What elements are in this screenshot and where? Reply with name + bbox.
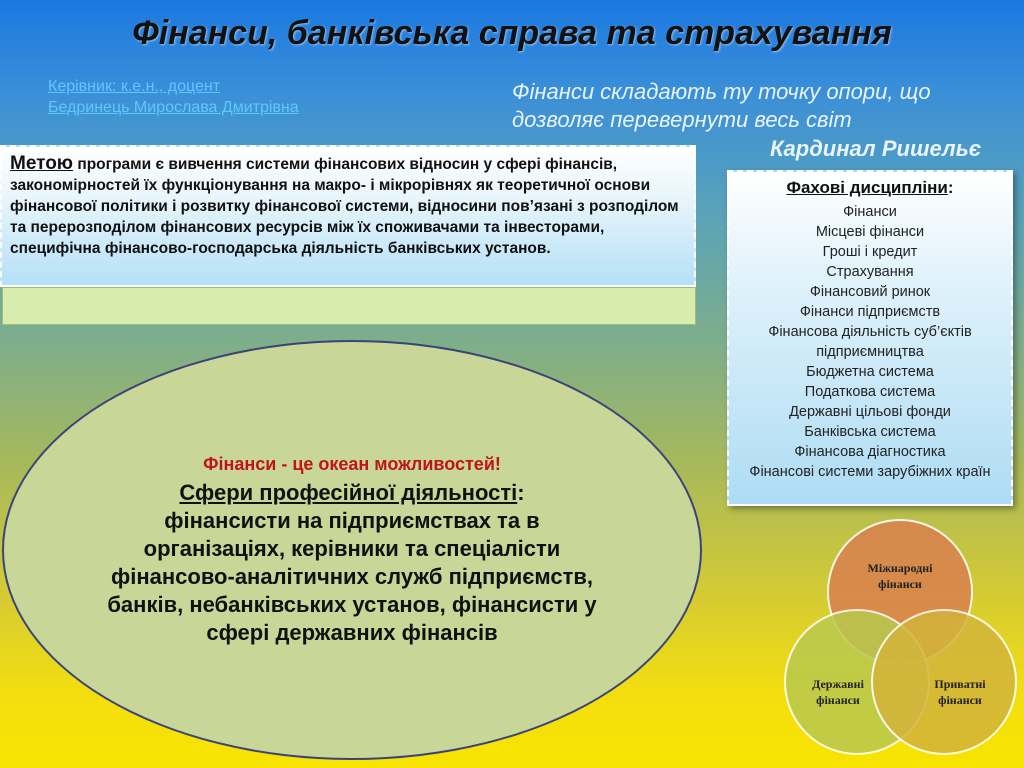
career-heading-colon: : (517, 479, 525, 505)
quote-author: Кардинал Ришельє (770, 136, 982, 161)
goal-box-underlay (2, 287, 696, 325)
discipline-item: Фінансові системи зарубіжних країн (749, 464, 991, 480)
discipline-item: Страхування (826, 264, 914, 280)
discipline-item: Державні цільові фонди (789, 404, 951, 420)
venn-label-left-1: Державні (812, 677, 864, 691)
discipline-item: Фінансова діяльність суб’єктів підприємн… (768, 324, 972, 360)
quote-text: Фінанси складають ту точку опори, що доз… (512, 79, 931, 132)
supervisor-line-1[interactable]: Керівник: к.е.н., доцент (48, 78, 221, 95)
discipline-item: Податкова система (804, 384, 936, 400)
career-ellipse: Фінанси - це океан можливостей! Сфери пр… (2, 340, 702, 760)
venn-label-right-2: фінанси (938, 693, 982, 707)
venn-label-top-1: Міжнародні (868, 561, 934, 575)
discipline-item: Бюджетна система (806, 364, 934, 380)
venn-label-right-1: Приватні (934, 677, 986, 691)
disciplines-list: Фінанси Місцеві фінанси Гроші і кредит С… (729, 202, 1011, 482)
discipline-item: Фінансова діагностика (794, 444, 946, 460)
ocean-tagline: Фінанси - це океан можливостей! (203, 453, 501, 474)
discipline-item: Фінанси (843, 204, 897, 220)
discipline-item: Місцеві фінанси (815, 224, 925, 240)
discipline-item: Фінансовий ринок (809, 284, 931, 300)
venn-label-left-2: фінанси (816, 693, 860, 707)
career-text: фінансисти на підприємствах та в організ… (107, 507, 597, 645)
disciplines-title: Фахові дисципліни: (729, 178, 1011, 198)
venn-circle-private (871, 609, 1017, 755)
supervisor-info[interactable]: Керівник: к.е.н., доцент Бедринець Мирос… (48, 76, 299, 118)
supervisor-line-2[interactable]: Бедринець Мирослава Дмитрівна (48, 99, 299, 116)
disciplines-title-colon: : (947, 178, 954, 197)
discipline-item: Фінанси підприємств (799, 304, 941, 320)
goal-keyword: Метою (10, 153, 74, 174)
career-heading: Сфери професійної діяльності (179, 479, 518, 505)
goal-text: програми є вивчення системи фінансових в… (10, 156, 679, 257)
disciplines-title-label: Фахові дисципліни (786, 178, 948, 197)
finance-venn-diagram: Міжнародні фінанси Державні фінанси Прив… (784, 519, 1017, 755)
discipline-item: Банківська система (804, 424, 936, 440)
goal-box: Метою програми є вивчення системи фінанс… (0, 145, 696, 287)
disciplines-box: Фахові дисципліни: Фінанси Місцеві фінан… (727, 170, 1013, 506)
discipline-item: Гроші і кредит (822, 244, 918, 260)
page-title: Фінанси, банківська справа та страхуванн… (132, 14, 892, 52)
venn-label-top-2: фінанси (878, 577, 922, 591)
